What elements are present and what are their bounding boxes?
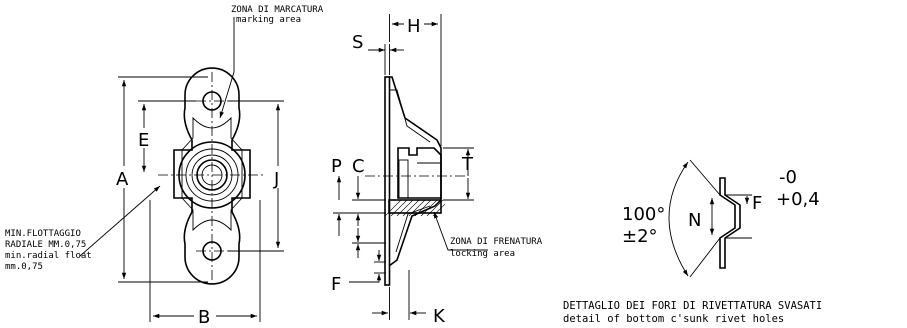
flange-hatching bbox=[385, 200, 445, 216]
float-note-2: RADIALE MM.0,75 bbox=[5, 240, 86, 250]
side-nut-body bbox=[397, 147, 442, 199]
dim-C-label: C bbox=[352, 156, 365, 177]
side-view: S H P C T F bbox=[331, 14, 543, 327]
dim-J-gap bbox=[270, 166, 290, 188]
dim-F-arrow-bottom bbox=[349, 274, 382, 283]
detail-caption-en: detail of bottom c'sunk rivet holes bbox=[563, 313, 784, 325]
side-lower-bracket bbox=[388, 199, 442, 267]
front-flange-outline bbox=[173, 67, 251, 285]
detail-caption-it: DETTAGLIO DEI FORI DI RIVETTATURA SVASAT… bbox=[563, 300, 822, 312]
side-base-plate bbox=[384, 76, 391, 286]
float-leader bbox=[79, 185, 161, 257]
dim-B-gap bbox=[194, 305, 216, 327]
detail-angle-ext-top bbox=[689, 159, 721, 196]
dim-T-label: T bbox=[461, 154, 474, 175]
hatch-line bbox=[420, 200, 438, 216]
dim-E-gap bbox=[136, 128, 154, 148]
side-nut-thread bbox=[398, 159, 409, 199]
hatch-line bbox=[408, 200, 426, 216]
dim-J-label: J bbox=[273, 169, 279, 190]
float-note-3: min.radial float bbox=[5, 251, 92, 261]
detail-angle-ext-bottom bbox=[689, 237, 721, 278]
marking-leader bbox=[219, 17, 235, 119]
hatch-line bbox=[390, 200, 408, 216]
float-note-1: MIN.FLOTTAGGIO bbox=[5, 229, 81, 239]
float-note-4: mm.0,75 bbox=[5, 262, 43, 272]
marking-note-en: marking area bbox=[236, 15, 301, 25]
marking-note-it: ZONA DI MARCATURA bbox=[231, 5, 324, 15]
side-upper-bracket bbox=[389, 76, 442, 200]
detail-tol-upper: -0 bbox=[779, 167, 797, 188]
side-upper-bracket-inner bbox=[389, 89, 431, 143]
side-flange-section bbox=[388, 199, 442, 214]
dim-B-label: B bbox=[198, 307, 210, 328]
detail-angle-arc bbox=[668, 161, 689, 277]
dim-F-label: F bbox=[331, 274, 341, 295]
locking-note-it: ZONA DI FRENATURA bbox=[450, 237, 543, 247]
detail-csk-profile bbox=[719, 177, 741, 269]
hatch-line bbox=[396, 200, 414, 216]
dim-A-label: A bbox=[116, 169, 129, 190]
detail-tol-lower: +0,4 bbox=[776, 189, 820, 210]
hatch-line bbox=[402, 200, 420, 216]
front-view: A E J B ZONA DI MARCATURA marking area M… bbox=[5, 5, 324, 328]
hatch-line bbox=[385, 200, 402, 216]
locking-note-en: locking area bbox=[450, 249, 515, 259]
dim-P-label: P bbox=[331, 156, 342, 177]
dim-E-label: E bbox=[138, 130, 149, 151]
dim-K-label: K bbox=[433, 306, 446, 327]
detail-angle-tol: ±2° bbox=[622, 226, 658, 247]
detail-F-label: F bbox=[752, 193, 762, 214]
detail-angle-gap bbox=[620, 201, 660, 245]
hatch-line bbox=[414, 200, 432, 216]
dim-N-gap bbox=[686, 206, 704, 230]
locking-leader bbox=[433, 211, 488, 251]
detail-angle: 100° bbox=[622, 204, 665, 225]
dim-A-gap bbox=[112, 166, 136, 188]
dim-S-label: S bbox=[352, 32, 363, 53]
dim-N-label: N bbox=[688, 210, 701, 231]
detail-view: 100° ±2° N F -0 +0,4 DETTAGLIO DEI FORI … bbox=[563, 159, 822, 325]
dim-H-label: H bbox=[407, 16, 421, 37]
hatch-line bbox=[426, 200, 444, 216]
dim-H-gap bbox=[404, 14, 424, 34]
front-inner-contour bbox=[181, 116, 243, 232]
